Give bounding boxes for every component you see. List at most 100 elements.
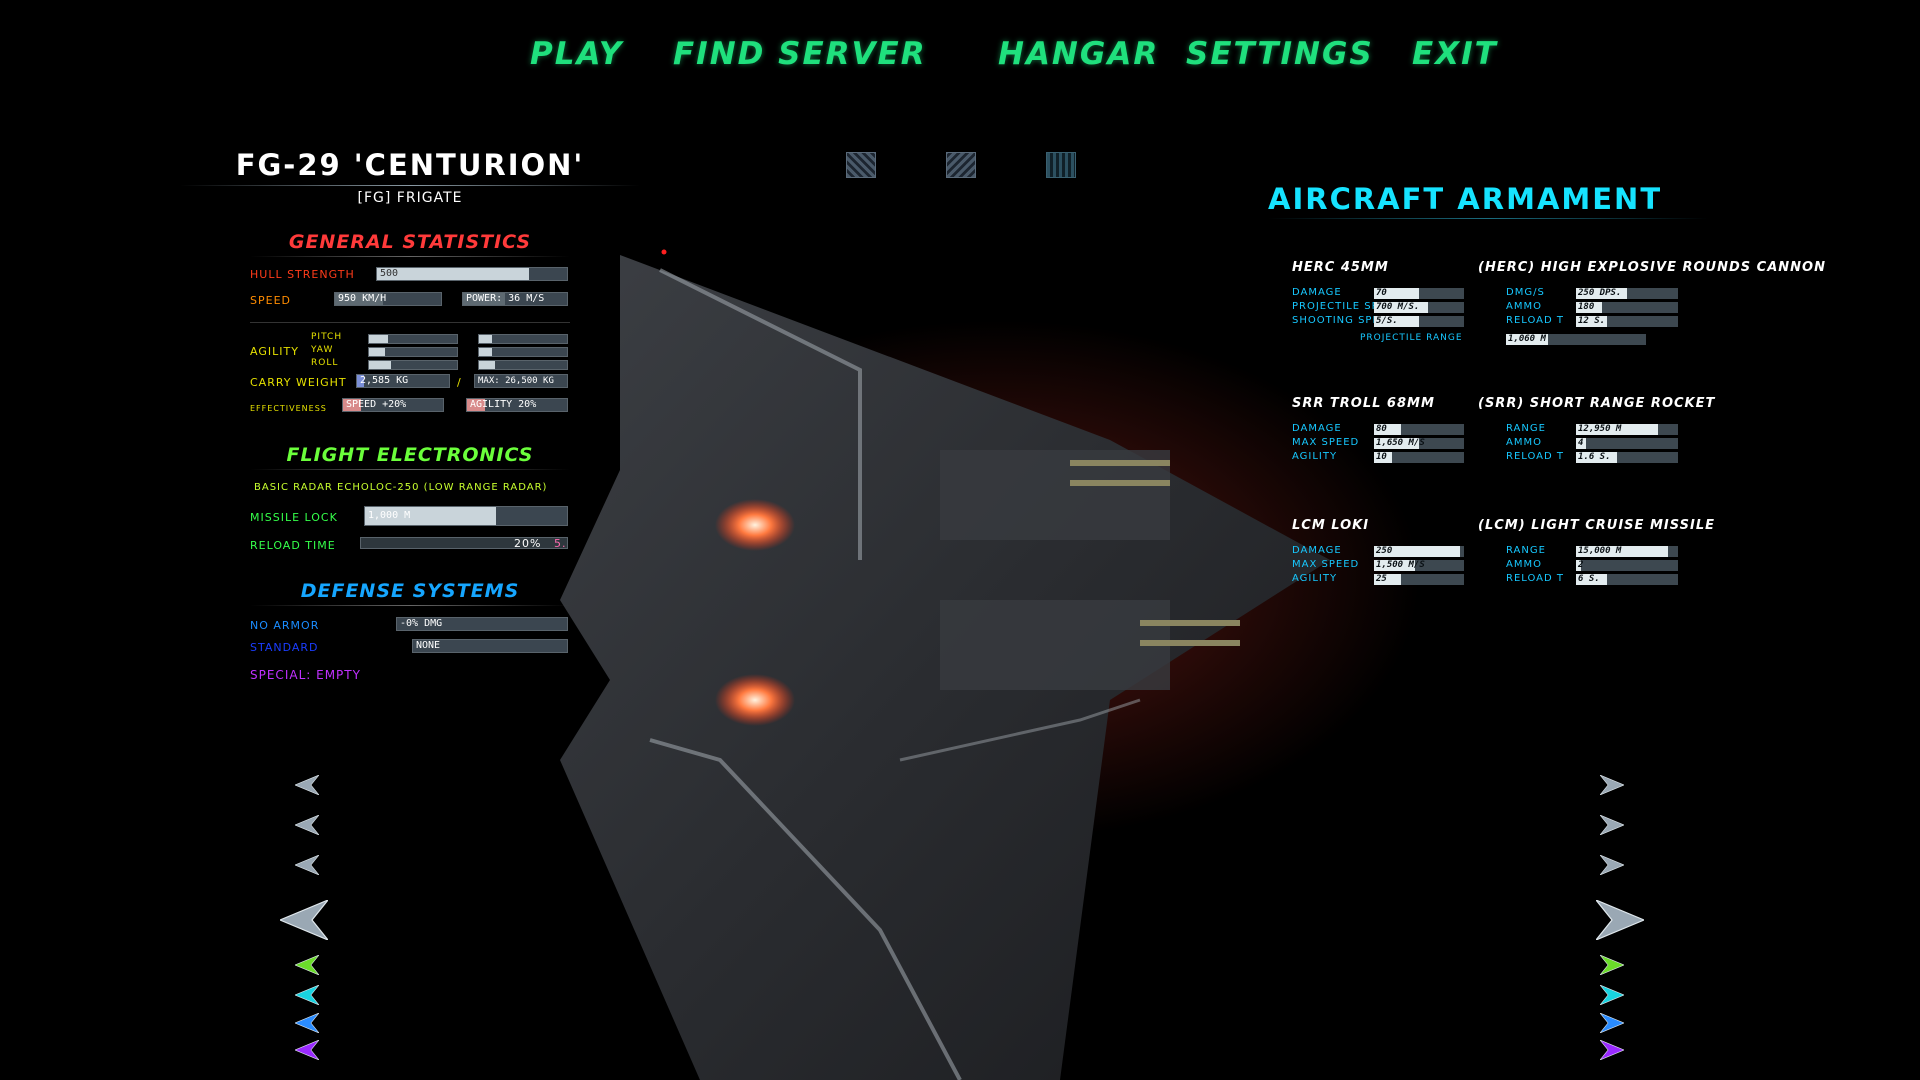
carry-weight-bar: 2,585 KG <box>356 374 450 388</box>
weapon-stat-bar: 80 <box>1374 424 1464 435</box>
weapon-stat-value: 15,000 M <box>1578 546 1622 556</box>
find-server-button[interactable]: FIND SERVER <box>673 36 927 72</box>
weapon-stat-bar: 12,950 M <box>1576 424 1678 435</box>
weapon-stat-label: DMG/S <box>1506 287 1545 298</box>
yaw-label: YAW <box>311 345 334 355</box>
reload-time-bar <box>360 537 568 549</box>
pitch-fill <box>369 335 389 343</box>
missile-lock-bar: 1,000 M <box>364 506 568 526</box>
arrow-right-icon[interactable] <box>1600 775 1624 795</box>
weapon-stat-label: RELOAD T <box>1506 573 1565 584</box>
agility-label: AGILITY <box>250 345 299 358</box>
play-button[interactable]: PLAY <box>530 36 624 72</box>
weapon-stat-bar: 15,000 M <box>1576 546 1678 557</box>
weapon-stat-fill <box>1576 316 1607 327</box>
weapon-stat-label: AMMO <box>1506 559 1542 570</box>
weapon-stat-bar: 4 <box>1576 438 1678 449</box>
weapon-stat-bar: 250 DPS. <box>1576 288 1678 299</box>
defense-systems-title: DEFENSE SYSTEMS <box>300 580 520 602</box>
arrow-right-green-icon[interactable] <box>1600 955 1624 975</box>
effectiveness-speed-fill <box>343 399 361 411</box>
yaw-bar-2 <box>478 347 568 357</box>
weapon-stat-fill <box>1374 424 1401 435</box>
arrow-left-purple-icon[interactable] <box>295 1040 319 1060</box>
weapon-stat-fill <box>1374 438 1419 449</box>
arrow-left-large-icon[interactable] <box>280 900 328 940</box>
weapon-stat-value: 12,950 M <box>1578 424 1622 434</box>
pitch-bar-2 <box>478 334 568 344</box>
effectiveness-agility-fill <box>467 399 485 411</box>
name-divider <box>180 185 640 186</box>
hangar-button[interactable]: HANGAR <box>998 36 1160 72</box>
arrow-right-large-icon[interactable] <box>1596 900 1644 940</box>
arrow-left-icon[interactable] <box>295 815 319 835</box>
weapon-stat-bar: 5/S. <box>1374 316 1464 327</box>
weapon-stat-label: AGILITY <box>1292 573 1338 584</box>
weapon-stat-label: AMMO <box>1506 437 1542 448</box>
weapon-stat-value: 25 <box>1376 574 1387 584</box>
weapon-stat-value: 1,650 M/S <box>1376 438 1425 448</box>
weapon-stat-label: AGILITY <box>1292 451 1338 462</box>
weapon-short-name: LCM LOKI <box>1292 518 1370 533</box>
weapon-stat-fill <box>1576 452 1617 463</box>
weapon-stat-value: 250 DPS. <box>1578 288 1622 298</box>
arrow-left-blue-icon[interactable] <box>295 1013 319 1033</box>
armament-divider <box>1268 218 1708 219</box>
weapon-stat-bar: 6 S. <box>1576 574 1678 585</box>
weapon-stat-bar: 180 <box>1576 302 1678 313</box>
effectiveness-label: EFFECTIVENESS <box>250 404 327 413</box>
arrow-left-icon[interactable] <box>295 855 319 875</box>
reload-time-suffix: 5. <box>554 537 567 550</box>
general-divider-2 <box>250 322 570 323</box>
arrow-left-icon[interactable] <box>295 775 319 795</box>
weapon-stat-fill <box>1576 302 1602 313</box>
weapon-short-name: SRR TROLL 68MM <box>1292 396 1435 411</box>
hull-strength-fill <box>377 268 529 280</box>
weapon-stat-value: 6 S. <box>1578 574 1600 584</box>
speed-value: 950 KM/H <box>338 293 387 304</box>
aircraft-thumbnail-1[interactable] <box>846 152 876 178</box>
weapon-stat-fill <box>1374 546 1460 557</box>
weapon-stat-label: DAMAGE <box>1292 423 1342 434</box>
aircraft-thumbnail-2[interactable] <box>946 152 976 178</box>
weapon-stat-bar: 12 S. <box>1576 316 1678 327</box>
arrow-right-icon[interactable] <box>1600 855 1624 875</box>
weapon-stat-bar: 700 M/S. <box>1374 302 1464 313</box>
arrow-right-cyan-icon[interactable] <box>1600 985 1624 1005</box>
weapon-stat-label: DAMAGE <box>1292 545 1342 556</box>
electronics-divider <box>250 469 570 470</box>
general-statistics-title: GENERAL STATISTICS <box>288 231 532 253</box>
arrow-right-blue-icon[interactable] <box>1600 1013 1624 1033</box>
weapon-stat-fill <box>1576 438 1587 449</box>
arrow-right-purple-icon[interactable] <box>1600 1040 1624 1060</box>
settings-button[interactable]: SETTINGS <box>1186 36 1374 72</box>
speed-label: SPEED <box>250 294 291 307</box>
standard-label: STANDARD <box>250 641 319 654</box>
projectile-range-value: 1,060 M <box>1508 334 1546 344</box>
weapon-stat-bar: 10 <box>1374 452 1464 463</box>
speed-fill <box>335 293 383 305</box>
yaw-fill <box>369 348 385 356</box>
carry-separator: / <box>457 376 462 389</box>
aircraft-thumbnail-3[interactable] <box>1046 152 1076 178</box>
weapon-stat-value: 5/S. <box>1376 316 1398 326</box>
weapon-stat-fill <box>1374 288 1419 299</box>
hull-strength-value: 500 <box>380 268 399 279</box>
general-divider <box>250 256 570 257</box>
weapon-stat-label: AMMO <box>1506 301 1542 312</box>
pitch-label: PITCH <box>311 332 343 342</box>
arrow-left-green-icon[interactable] <box>295 955 319 975</box>
weapon-stat-label: MAX SPEED <box>1292 437 1360 448</box>
no-armor-bar: -0% DMG <box>396 617 568 631</box>
reload-time-value: 20% <box>514 537 542 550</box>
weapon-stat-fill <box>1374 574 1401 585</box>
arrow-right-icon[interactable] <box>1600 815 1624 835</box>
reload-time-label: RELOAD TIME <box>250 539 336 552</box>
arrow-left-cyan-icon[interactable] <box>295 985 319 1005</box>
exit-button[interactable]: EXIT <box>1412 36 1498 72</box>
weapon-stat-fill <box>1374 302 1428 313</box>
projectile-range-label: PROJECTILE RANGE <box>1360 333 1463 343</box>
aircraft-class: [FG] FRIGATE <box>357 190 463 206</box>
weapon-stat-bar: 1,650 M/S <box>1374 438 1464 449</box>
